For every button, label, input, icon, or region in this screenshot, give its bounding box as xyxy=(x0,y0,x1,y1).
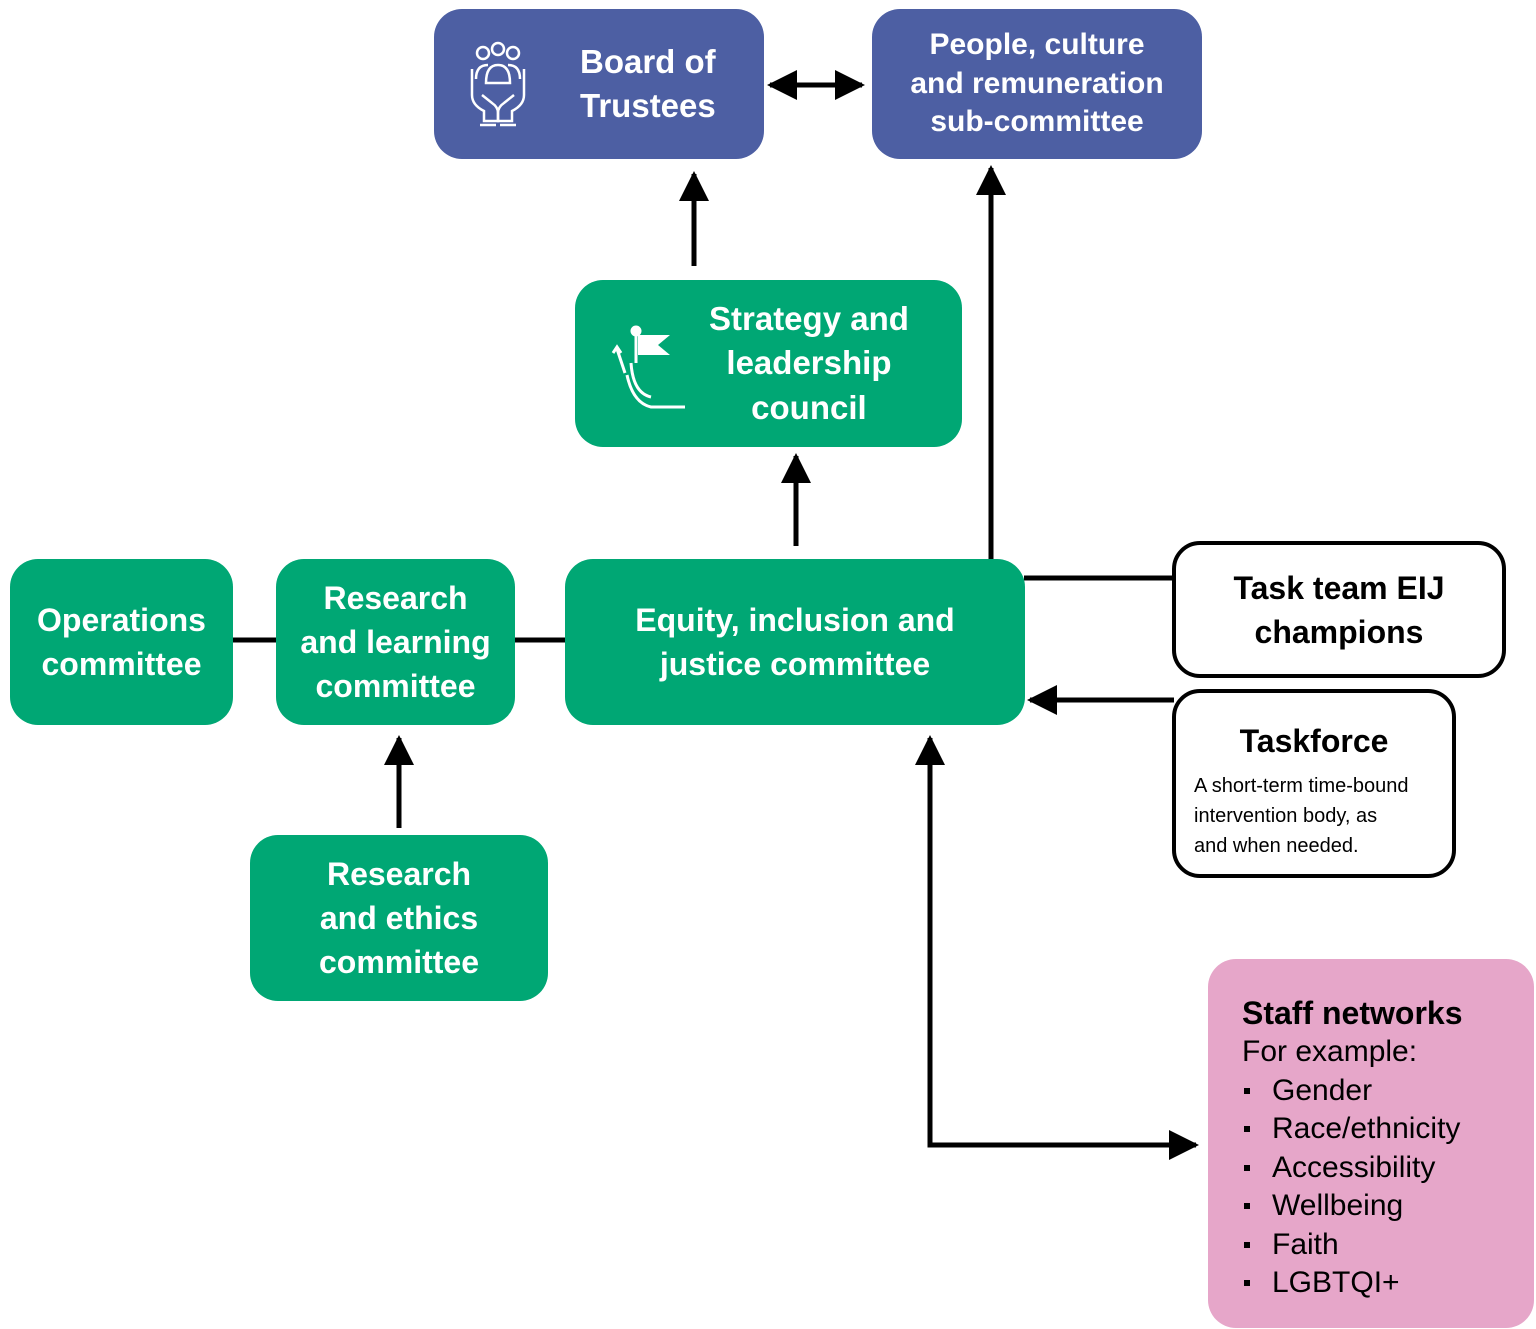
task-team-box: Task team EIJ champions xyxy=(1172,541,1506,678)
research-learning-line3: committee xyxy=(315,668,476,704)
board-title-line1: Board of xyxy=(580,43,716,80)
taskforce-desc-line3: and when needed. xyxy=(1194,835,1359,857)
eij-committee-box: Equity, inclusion and justice committee xyxy=(565,559,1025,725)
strategy-line3: council xyxy=(751,388,867,426)
operations-line2: committee xyxy=(41,646,202,682)
flag-summit-path-icon xyxy=(609,319,689,409)
staff-networks-box: Staff networks For example: Gender Race/… xyxy=(1208,959,1534,1328)
task-team-line2: champions xyxy=(1254,613,1424,650)
board-of-trustees-box: Board of Trustees xyxy=(434,9,764,159)
list-item: Faith xyxy=(1242,1226,1460,1265)
taskforce-desc-line2: intervention body, as xyxy=(1194,805,1378,827)
people-in-hands-icon xyxy=(468,39,528,129)
staff-networks-list: Gender Race/ethnicity Accessibility Well… xyxy=(1242,1072,1460,1303)
taskforce-desc-line1: A short-term time-bound xyxy=(1194,775,1409,797)
board-title-line2: Trustees xyxy=(580,87,716,124)
taskforce-title: Taskforce xyxy=(1239,723,1389,759)
eij-line2: justice committee xyxy=(659,646,931,682)
strategy-line2: leadership xyxy=(726,344,892,382)
list-item: Race/ethnicity xyxy=(1242,1110,1460,1149)
taskforce-box: Taskforce A short-term time-bound interv… xyxy=(1172,689,1456,878)
eij-line1: Equity, inclusion and xyxy=(635,602,955,638)
list-item: Gender xyxy=(1242,1072,1460,1111)
strategy-line1: Strategy and xyxy=(709,299,909,337)
people-culture-line2: and remuneration xyxy=(910,66,1164,100)
staff-networks-subtitle: For example: xyxy=(1242,1035,1418,1068)
research-ethics-line1: Research xyxy=(326,856,472,892)
list-item: LGBTQI+ xyxy=(1242,1264,1460,1303)
research-learning-line2: and learning xyxy=(300,624,491,660)
research-ethics-line2: and ethics xyxy=(319,900,479,936)
operations-committee-box: Operations committee xyxy=(10,559,233,725)
operations-line1: Operations xyxy=(37,602,206,638)
people-culture-box: People, culture and remuneration sub-com… xyxy=(872,9,1202,159)
research-ethics-line3: committee xyxy=(318,944,480,980)
research-ethics-box: Research and ethics committee xyxy=(250,835,548,1001)
people-culture-line1: People, culture xyxy=(929,28,1145,62)
task-team-line1: Task team EIJ xyxy=(1233,569,1445,606)
arrow-eij-staff-networks xyxy=(915,735,1199,1160)
research-learning-line1: Research xyxy=(323,580,468,616)
list-item: Wellbeing xyxy=(1242,1187,1460,1226)
strategy-council-box: Strategy and leadership council xyxy=(575,280,962,447)
list-item: Accessibility xyxy=(1242,1149,1460,1188)
research-learning-box: Research and learning committee xyxy=(276,559,515,725)
people-culture-line3: sub-committee xyxy=(930,105,1144,139)
staff-networks-title: Staff networks xyxy=(1242,995,1463,1031)
